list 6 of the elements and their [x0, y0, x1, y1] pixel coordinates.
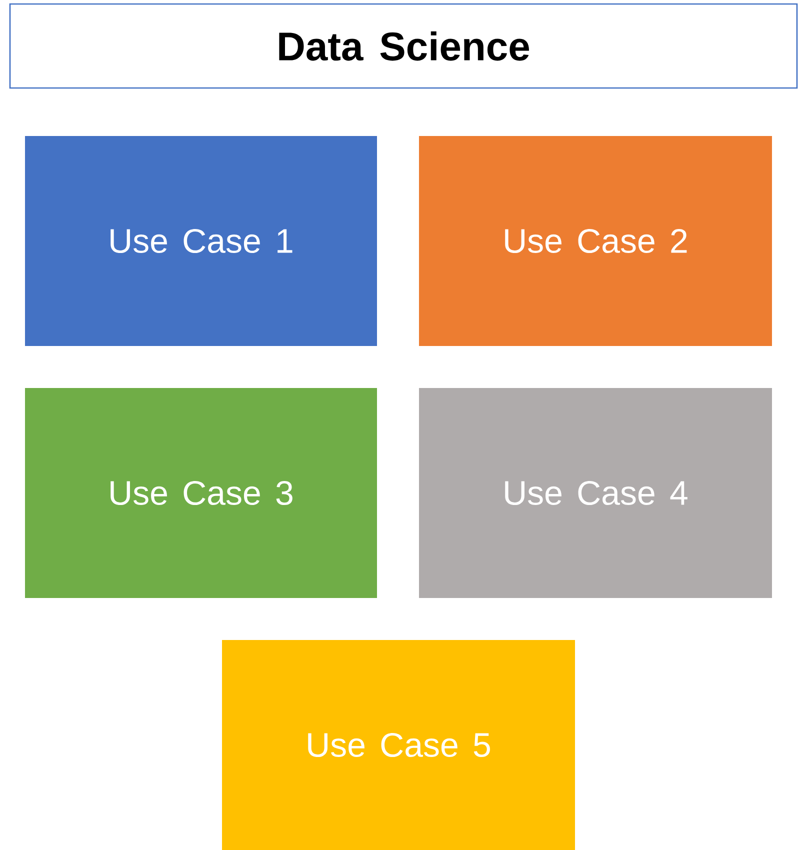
use-case-box: Use Case 3: [25, 388, 377, 598]
use-case-box: Use Case 4: [419, 388, 772, 598]
use-case-box: Use Case 2: [419, 136, 772, 346]
use-case-box: Use Case 5: [222, 640, 575, 850]
use-case-box: Use Case 1: [25, 136, 377, 346]
title-box: Data Science: [9, 3, 798, 89]
